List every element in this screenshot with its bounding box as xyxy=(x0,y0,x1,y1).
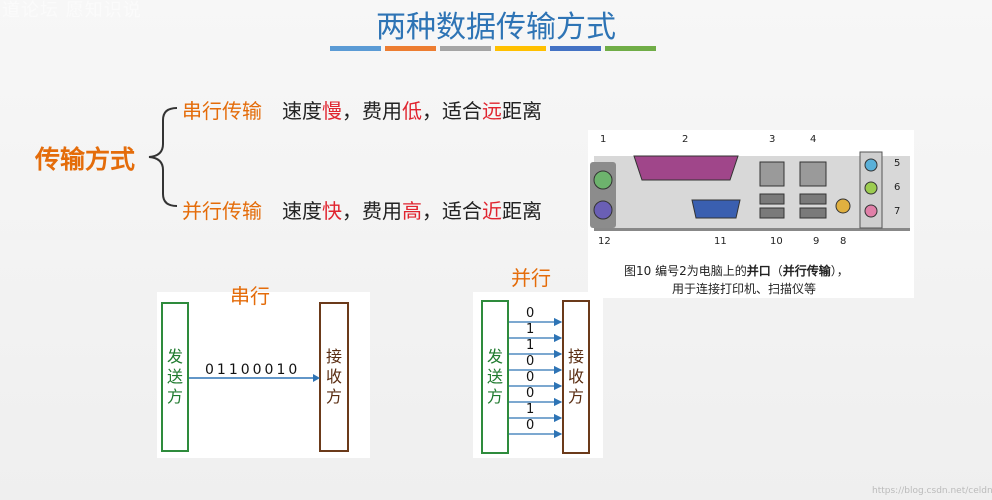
serial-desc-text: ，适合 xyxy=(422,99,482,123)
parallel-cost-value: 高 xyxy=(402,199,422,223)
port-number-3: 3 xyxy=(769,134,776,145)
parallel-bit: 1 xyxy=(526,402,535,417)
caption-highlight: 并口 xyxy=(746,264,771,278)
receiver-box: 接收方 xyxy=(319,302,349,452)
parallel-bit: 1 xyxy=(526,322,535,337)
serial-cost-value: 低 xyxy=(402,99,422,123)
parallel-desc-text: ，适合 xyxy=(422,199,482,223)
caption-text: 图10 编号2为电脑上的 xyxy=(624,264,747,278)
parallel-bit: 0 xyxy=(526,354,535,369)
accent-color-bar xyxy=(330,46,656,51)
port-number-8: 8 xyxy=(840,236,847,247)
serial-desc-text: ，费用 xyxy=(342,99,402,123)
port-number-11: 11 xyxy=(714,236,727,247)
port-figure: 1 2 3 4 5 6 7 8 9 10 11 12 图10 编号2为电脑上的并… xyxy=(588,130,914,298)
port-number-4: 4 xyxy=(810,134,817,145)
parallel-mode-name: 并行传输 xyxy=(182,199,262,223)
receiver-box: 接收方 xyxy=(562,300,590,454)
serial-bit-stream: 01100010 xyxy=(205,362,301,378)
receiver-label: 接收方 xyxy=(568,347,585,406)
serial-diagram-title: 串行 xyxy=(230,284,270,308)
caption-text: ）， xyxy=(830,264,849,278)
sender-box: 发送方 xyxy=(481,300,509,454)
parallel-mode-row: 并行传输速度快，费用高，适合近距离 xyxy=(182,195,542,224)
sender-box: 发送方 xyxy=(161,302,189,452)
port-number-5: 5 xyxy=(894,158,901,169)
port-number-6: 6 xyxy=(894,182,901,193)
accent-swatch xyxy=(550,46,601,51)
serial-desc-text: 距离 xyxy=(502,99,542,123)
receiver-label: 接收方 xyxy=(326,347,343,406)
sender-label: 发送方 xyxy=(167,347,184,406)
parallel-diagram: 并行 发送方 接收方 0 1 1 0 0 0 1 0 xyxy=(473,266,603,458)
accent-swatch xyxy=(495,46,546,51)
footer-url: https://blog.csdn.net/celdn xyxy=(872,486,992,496)
accent-swatch xyxy=(605,46,656,51)
port-number-1: 1 xyxy=(600,134,607,145)
parallel-bit: 0 xyxy=(526,306,535,321)
watermark: 道论坛 愿知识说 xyxy=(2,0,142,21)
parallel-speed-value: 快 xyxy=(322,199,342,223)
parallel-desc-text: 距离 xyxy=(502,199,542,223)
accent-swatch xyxy=(330,46,381,51)
port-number-7: 7 xyxy=(894,206,901,217)
transfer-mode-heading: 传输方式 xyxy=(35,145,136,174)
serial-desc-text: 速度 xyxy=(282,99,322,123)
accent-swatch xyxy=(385,46,436,51)
sender-label: 发送方 xyxy=(487,347,504,406)
parallel-diagram-title: 并行 xyxy=(511,266,551,290)
serial-arrow xyxy=(189,374,320,382)
caption-highlight: 并行传输 xyxy=(782,264,831,278)
figure-caption-line2: 用于连接打印机、扫描仪等 xyxy=(672,282,817,296)
accent-swatch xyxy=(440,46,491,51)
brace-icon xyxy=(148,107,178,207)
port-panel-illustration xyxy=(590,151,910,231)
parallel-bit: 1 xyxy=(526,338,535,353)
parallel-bit: 0 xyxy=(526,370,535,385)
port-number-9: 9 xyxy=(813,236,820,247)
serial-diagram: 串行 发送方 接收方 01100010 xyxy=(157,284,370,458)
figure-caption-line1: 图10 编号2为电脑上的并口（并行传输）， xyxy=(624,262,849,279)
port-number-12: 12 xyxy=(598,236,611,247)
port-number-2: 2 xyxy=(682,134,689,145)
serial-mode-name: 串行传输 xyxy=(182,99,262,123)
parallel-desc-text: ，费用 xyxy=(342,199,402,223)
parallel-desc-text: 速度 xyxy=(282,199,322,223)
port-number-10: 10 xyxy=(770,236,783,247)
serial-distance-value: 远 xyxy=(482,99,502,123)
page-title: 两种数据传输方式 xyxy=(376,10,616,45)
parallel-arrows xyxy=(509,317,563,439)
caption-text: （ xyxy=(770,264,783,278)
parallel-bit: 0 xyxy=(526,418,535,433)
parallel-distance-value: 近 xyxy=(482,199,502,223)
serial-speed-value: 慢 xyxy=(322,99,342,123)
serial-mode-row: 串行传输速度慢，费用低，适合远距离 xyxy=(182,95,542,124)
parallel-bit: 0 xyxy=(526,386,535,401)
